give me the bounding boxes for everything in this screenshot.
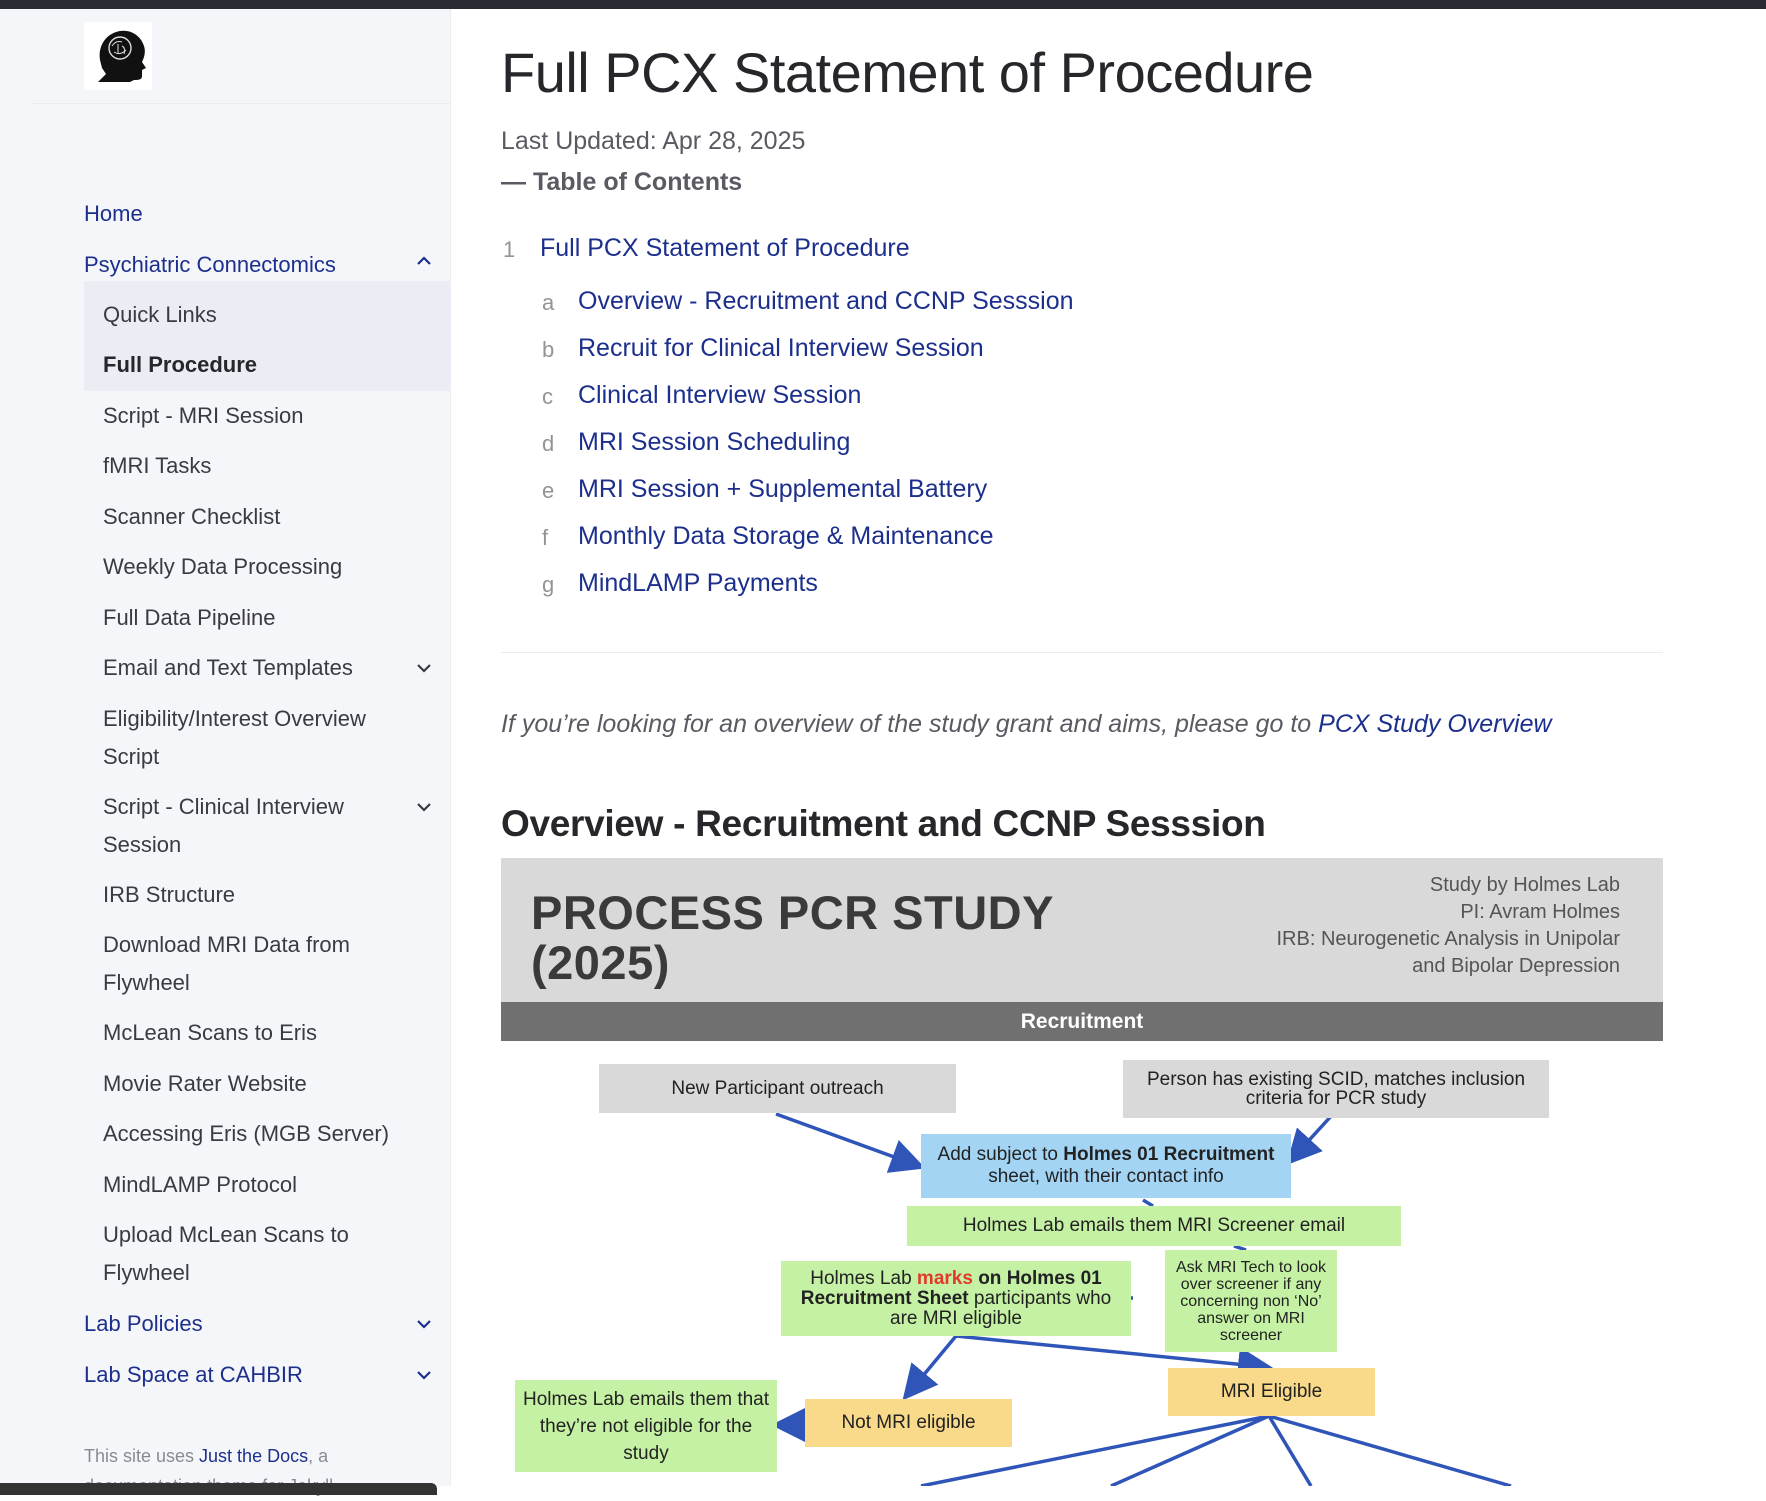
flowchart-title-line2: (2025) (531, 936, 670, 989)
box-holmes-marks-text: Holmes Lab marks on Holmes 01 Recruitmen… (789, 1267, 1123, 1329)
toc-link-mri-session[interactable]: MRI Session + Supplemental Battery (578, 475, 988, 503)
sidebar-item-download-mri-data-line2[interactable]: Flywheel (103, 970, 190, 995)
sidebar-item-lab-space[interactable]: Lab Space at CAHBIR (84, 1362, 303, 1387)
toc-link-mindlamp-payments[interactable]: MindLAMP Payments (578, 569, 818, 597)
sidebar-item-email-text-templates[interactable]: Email and Text Templates (103, 655, 353, 680)
section-divider (501, 652, 1663, 653)
box-ask-mri-tech: Ask MRI Tech to look over screener if an… (1165, 1250, 1337, 1352)
box-holmes-marks: Holmes Lab marks on Holmes 01 Recruitmen… (781, 1261, 1131, 1336)
intro-text: If you’re looking for an overview of the… (501, 710, 1319, 738)
toc-letter: a (542, 290, 555, 315)
flow-arrows (771, 1112, 1512, 1486)
toc-link-overview[interactable]: Overview - Recruitment and CCNP Sesssion (578, 287, 1074, 315)
add-suffix: sheet, with their contact info (988, 1166, 1224, 1187)
toc-link-clinical-interview[interactable]: Clinical Interview Session (578, 381, 862, 409)
sidebar-item-script-mri-session[interactable]: Script - MRI Session (103, 403, 304, 428)
sidebar-item-fmri-tasks[interactable]: fMRI Tasks (103, 453, 212, 478)
sidebar-item-scanner-checklist[interactable]: Scanner Checklist (103, 504, 281, 529)
sidebar-item-script-clinical-interview-line2[interactable]: Session (103, 832, 182, 857)
toc-letter: g (542, 572, 555, 597)
main-content: Full PCX Statement of Procedure Last Upd… (501, 0, 1663, 1486)
sidebar-item-upload-mclean-scans-line2[interactable]: Flywheel (103, 1260, 190, 1285)
sidebar-item-quick-links[interactable]: Quick Links (103, 302, 217, 327)
sidebar: Home Psychiatric Connectomics Quick Link… (0, 9, 451, 1496)
sidebar-item-full-data-pipeline[interactable]: Full Data Pipeline (103, 605, 276, 630)
footer-suffix: , a (308, 1446, 329, 1466)
flowchart-title-line1: PROCESS PCR STUDY (531, 886, 1054, 939)
sidebar-item-mclean-scans-eris[interactable]: McLean Scans to Eris (103, 1020, 317, 1045)
chevron-down-icon[interactable] (410, 793, 438, 821)
marks-suffix: participants who are MRI eligible (890, 1287, 1112, 1329)
meta-line: and Bipolar Depression (1412, 955, 1620, 977)
sidebar-item-home[interactable]: Home (84, 201, 143, 226)
footer-prefix: This site uses (84, 1446, 200, 1466)
sidebar-item-irb-structure[interactable]: IRB Structure (103, 882, 236, 907)
sidebar-item-download-mri-data[interactable]: Download MRI Data from (103, 932, 350, 957)
meta-line: Study by Holmes Lab (1429, 874, 1620, 896)
site-logo[interactable] (84, 22, 152, 90)
sidebar-item-accessing-eris[interactable]: Accessing Eris (MGB Server) (103, 1121, 390, 1146)
sidebar-item-weekly-data-processing[interactable]: Weekly Data Processing (103, 554, 343, 579)
sidebar-item-mindlamp-protocol[interactable]: MindLAMP Protocol (103, 1172, 298, 1197)
flowchart-meta: Study by Holmes Lab PI: Avram Holmes IRB… (1200, 872, 1620, 980)
horizontal-scrollbar[interactable] (0, 1483, 437, 1495)
toc-heading: — Table of Contents (501, 168, 743, 196)
sidebar-item-script-clinical-interview[interactable]: Script - Clinical Interview (103, 794, 344, 819)
toc-letter: b (542, 337, 555, 362)
active-section-highlight (84, 281, 451, 391)
chevron-down-icon[interactable] (410, 1310, 438, 1338)
top-bar (0, 0, 1766, 9)
just-the-docs-link[interactable]: Just the Docs (199, 1446, 309, 1466)
process-flowchart-image: PROCESS PCR STUDY (2025) Study by Holmes… (501, 858, 1663, 1486)
toc-letter: f (542, 525, 549, 550)
marks-bold: on Holmes 01 Recruitment Sheet (800, 1267, 1102, 1309)
marks-red: marks (916, 1267, 973, 1289)
sidebar-item-upload-mclean-scans[interactable]: Upload McLean Scans to (103, 1222, 349, 1247)
meta-line: IRB: Neurogenetic Analysis in Unipolar (1276, 928, 1620, 950)
recruitment-band: Recruitment (501, 1002, 1663, 1041)
sidebar-item-eligibility-interest[interactable]: Eligibility/Interest Overview (103, 706, 366, 731)
marks-prefix: Holmes Lab (810, 1267, 917, 1289)
sidebar-item-eligibility-interest-line2[interactable]: Script (103, 744, 160, 769)
toc-letter: c (542, 384, 553, 409)
last-updated: Last Updated: Apr 28, 2025 (501, 127, 806, 155)
flowchart-header: PROCESS PCR STUDY (2025) Study by Holmes… (501, 858, 1663, 1002)
sidebar-item-lab-policies[interactable]: Lab Policies (84, 1311, 203, 1336)
toc-link-recruit[interactable]: Recruit for Clinical Interview Session (578, 334, 984, 362)
sidebar-item-psychiatric-connectomics[interactable]: Psychiatric Connectomics (84, 252, 336, 277)
toc-letter: d (542, 431, 555, 456)
toc-letter: e (542, 478, 555, 503)
pcx-study-overview-link[interactable]: PCX Study Overview (1318, 710, 1552, 738)
box-add-subject: Add subject to Holmes 01 Recruitment she… (921, 1134, 1291, 1198)
toc-link-full-procedure[interactable]: Full PCX Statement of Procedure (540, 234, 910, 262)
meta-line: PI: Avram Holmes (1460, 901, 1620, 923)
box-existing-scid: Person has existing SCID, matches inclus… (1123, 1060, 1549, 1118)
box-mri-eligible: MRI Eligible (1168, 1368, 1375, 1416)
brain-head-logo-icon (98, 30, 146, 82)
page-title: Full PCX Statement of Procedure (501, 41, 1314, 104)
sidebar-item-movie-rater[interactable]: Movie Rater Website (103, 1071, 307, 1096)
add-prefix: Add subject to (937, 1144, 1064, 1165)
box-not-eligible-email: Holmes Lab emails them that they’re not … (515, 1380, 777, 1472)
chevron-down-icon[interactable] (410, 654, 438, 682)
sidebar-divider (32, 103, 451, 104)
toc-number: 1 (503, 237, 516, 262)
chevron-down-icon[interactable] (410, 1361, 438, 1389)
box-not-mri-eligible: Not MRI eligible (805, 1399, 1012, 1447)
add-bold: Holmes 01 Recruitment (1063, 1144, 1275, 1165)
toc-link-mri-scheduling[interactable]: MRI Session Scheduling (578, 428, 851, 456)
box-add-subject-text: Add subject to Holmes 01 Recruitment she… (929, 1144, 1283, 1188)
intro-paragraph: If you’re looking for an overview of the… (501, 710, 1552, 739)
box-screener-email: Holmes Lab emails them MRI Screener emai… (907, 1206, 1401, 1246)
section-heading: Overview - Recruitment and CCNP Sesssion (501, 803, 1266, 844)
chevron-up-icon[interactable] (410, 247, 438, 275)
box-new-participant-outreach: New Participant outreach (599, 1064, 956, 1113)
sidebar-item-full-procedure[interactable]: Full Procedure (103, 352, 258, 377)
flowchart-title: PROCESS PCR STUDY (2025) (531, 888, 1054, 988)
toc-link-data-storage[interactable]: Monthly Data Storage & Maintenance (578, 522, 994, 550)
